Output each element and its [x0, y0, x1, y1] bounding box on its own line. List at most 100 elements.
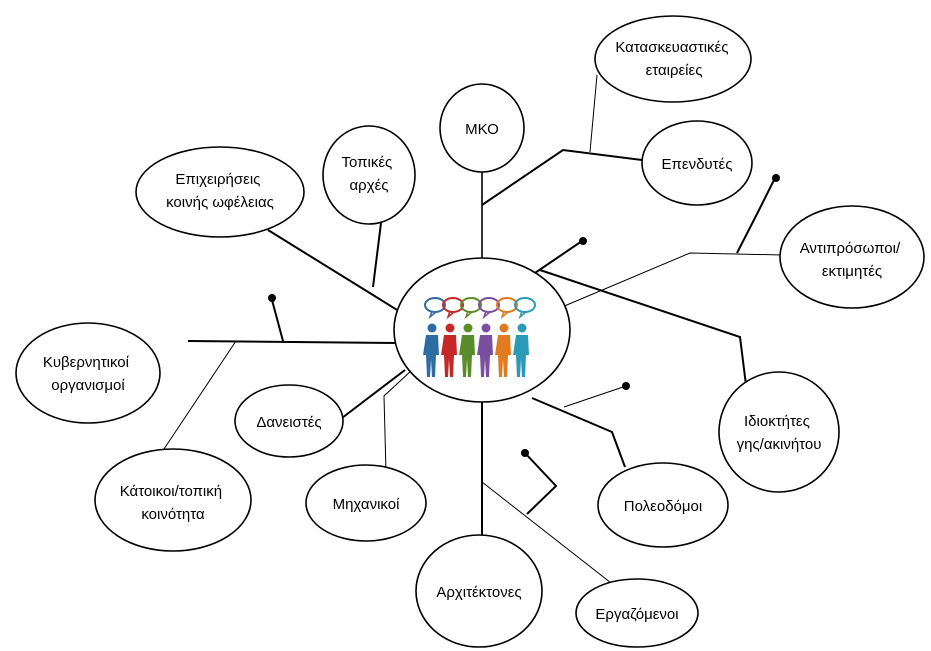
person-body-icon: [441, 335, 457, 377]
svg-text:ΜΚΟ: ΜΚΟ: [465, 121, 499, 138]
connector-kyvernitikoi: [187, 340, 401, 344]
connector-kataskeuastikes: [589, 74, 598, 153]
node-daneistes-label: Δανειστές: [256, 414, 321, 431]
node-kataskeuastikes-ellipse: [594, 15, 752, 103]
node-epixeiriseis-label-line1: Επιχειρήσεις: [175, 171, 260, 188]
node-idioktites-label-line1: Ιδιοκτήτες: [744, 413, 810, 430]
svg-text:Κάτοικοι/τοπική κοινότητ: Κάτοικοι/τοπική κοινότητα: [120, 483, 227, 523]
connector-ergazomenoi-dot: [524, 452, 558, 515]
node-katoikoi-label-line1: Κάτοικοι/τοπική: [120, 483, 222, 500]
node-architektones-label: Αρχιτέκτονες: [436, 584, 521, 601]
connector-ergazomenoi: [481, 481, 621, 591]
svg-text:Αντιπρόσωποι/ εκτιμητές: Αντιπρόσωποι/ εκτιμητές: [800, 240, 905, 280]
svg-text:Αρχιτέκτονες: Αρχιτέκτονες: [436, 584, 521, 601]
node-michanikoi: Μηχανικοί: [305, 464, 427, 542]
speech-bubble-tail: [464, 310, 473, 320]
speech-bubble-tail: [500, 310, 509, 320]
node-katoikoi-label-line2: κοινότητα: [141, 506, 205, 523]
node-architektones-ellipse: [415, 534, 543, 648]
node-poleodomoi-ellipse: [597, 462, 729, 548]
node-ependytes-ellipse: [641, 120, 753, 206]
node-mko: ΜΚΟ: [439, 83, 525, 173]
node-epixeiriseis-ellipse: [135, 146, 305, 238]
speech-bubble-tail: [428, 310, 437, 320]
speech-bubble-tail: [482, 310, 491, 320]
connector-katoikoi: [161, 340, 237, 453]
node-antiprosopoi-ellipse: [779, 205, 925, 309]
speech-bubble-tail: [446, 310, 455, 320]
node-topikes-ellipse: [322, 125, 416, 225]
connector-poleodomoi: [531, 397, 626, 468]
node-antiprosopoi-label-line1: Αντιπρόσωποι/: [800, 240, 901, 257]
connector-epixeiriseis: [267, 229, 403, 314]
connector-ependytes: [481, 148, 643, 206]
node-kataskeuastikes: Κατασκευαστικές εταιρείες: [594, 15, 752, 103]
node-poleodomoi-label: Πολεοδόμοι: [624, 498, 702, 515]
node-architektones: Αρχιτέκτονες: [415, 534, 543, 648]
person-head-icon: [517, 323, 527, 333]
node-mko-label: ΜΚΟ: [465, 121, 499, 138]
end-dot: [622, 382, 630, 390]
node-michanikoi-label: Μηχανικοί: [333, 496, 400, 513]
person-head-icon: [445, 323, 455, 333]
node-ergazomenoi-label: Εργαζόμενοι: [595, 606, 678, 623]
node-daneistes: Δανειστές: [234, 384, 344, 458]
svg-text:Εργαζόμενοι: Εργαζόμενοι: [595, 606, 678, 623]
person-body-icon: [459, 335, 475, 377]
node-katoikoi: Κάτοικοι/τοπική κοινότητα: [94, 448, 252, 552]
connector-antiprosopoi-dot: [736, 177, 776, 254]
person-body-icon: [477, 335, 493, 377]
node-poleodomoi: Πολεοδόμοι: [597, 462, 729, 548]
svg-text:Κυβερνητικοί οργανισμοί: Κυβερνητικοί οργανισμοί: [43, 354, 133, 394]
svg-text:Τοπικές αρχές: Τοπικές αρχές: [342, 154, 397, 194]
node-katoikoi-ellipse: [94, 448, 252, 552]
node-kyvernitikoi: Κυβερνητικοί οργανισμοί: [15, 322, 161, 424]
node-topikes-label-line2: αρχές: [350, 177, 389, 194]
person-head-icon: [427, 323, 437, 333]
person-head-icon: [499, 323, 509, 333]
end-dots: [268, 174, 780, 457]
connector-poleodomoi-dot: [563, 385, 627, 408]
stakeholders-people-with-speech-bubbles-icon: [423, 297, 536, 377]
person-body-icon: [495, 335, 511, 377]
connector-lines: [161, 74, 784, 591]
node-kyvernitikoi-label-line2: οργανισμοί: [51, 377, 125, 394]
connector-dot-upper: [531, 240, 583, 276]
speech-bubble-tail: [518, 310, 527, 320]
person-body-icon: [423, 335, 439, 377]
end-dot: [579, 237, 587, 245]
svg-text:Μηχανικοί: Μηχανικοί: [333, 496, 400, 513]
svg-text:Κατασκευαστικές εταιρείε: Κατασκευαστικές εταιρείες: [615, 39, 732, 79]
node-antiprosopoi-label-line2: εκτιμητές: [822, 263, 882, 280]
person-body-icon: [513, 335, 529, 377]
node-idioktites-label-line2: γης/ακινήτου: [737, 436, 822, 453]
node-mko-ellipse: [439, 83, 525, 173]
svg-text:Δανειστές: Δανειστές: [256, 414, 321, 431]
svg-text:Επενδυτές: Επενδυτές: [662, 156, 733, 173]
node-epixeiriseis-label-line2: κοινής ωφέλειας: [166, 194, 274, 211]
person-head-icon: [481, 323, 491, 333]
node-ergazomenoi-ellipse: [575, 578, 699, 648]
node-ergazomenoi: Εργαζόμενοι: [575, 578, 699, 648]
end-dot: [772, 174, 780, 182]
node-ependytes-label: Επενδυτές: [662, 156, 733, 173]
node-epixeiriseis: Επιχειρήσεις κοινής ωφέλειας: [135, 146, 305, 238]
svg-text:Ιδιοκτήτες γης/ακινήτου: Ιδιοκτήτες γης/ακινήτου: [737, 413, 822, 453]
central-hub: [393, 257, 571, 403]
node-kyvernitikoi-label-line1: Κυβερνητικοί: [43, 354, 130, 371]
connector-kyvernitikoi-dot: [271, 299, 284, 342]
node-michanikoi-ellipse: [305, 464, 427, 542]
end-dot: [521, 449, 529, 457]
node-kataskeuastikes-label-line2: εταιρείες: [646, 62, 703, 79]
node-idioktites: Ιδιοκτήτες γης/ακινήτου: [718, 371, 840, 493]
connector-idioktites: [539, 269, 748, 394]
svg-text:Πολεοδόμοι: Πολεοδόμοι: [624, 498, 702, 515]
node-topikes: Τοπικές αρχές: [322, 125, 416, 225]
connector-daneistes: [341, 369, 406, 419]
svg-text:Επιχειρήσεις κοινής ωφέλ: Επιχειρήσεις κοινής ωφέλειας: [166, 171, 274, 211]
node-kyvernitikoi-ellipse: [15, 322, 161, 424]
node-kataskeuastikes-label-line1: Κατασκευαστικές: [615, 39, 728, 56]
node-daneistes-ellipse: [234, 384, 344, 458]
connector-topikes: [372, 222, 382, 288]
